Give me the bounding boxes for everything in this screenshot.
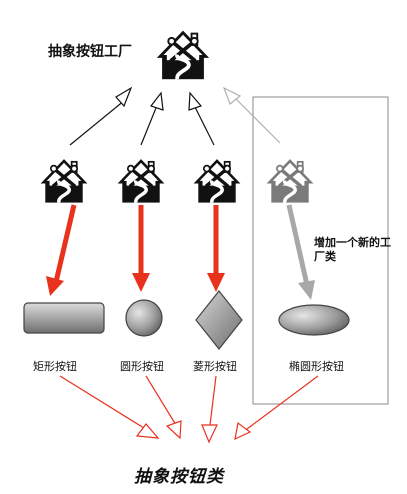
rectangle-button-shape — [23, 302, 105, 334]
factory-icon-rect — [41, 159, 87, 205]
diamond-button-shape — [195, 290, 243, 350]
arrowhead — [115, 86, 133, 108]
arrowhead — [207, 273, 225, 292]
circle-button-label: 圆形按钮 — [120, 360, 164, 373]
inheritance-arrows-bottom — [59, 375, 319, 444]
ellipse-button-shape — [278, 304, 350, 336]
factory-icon-diamond — [194, 159, 240, 205]
arrowhead — [150, 91, 164, 111]
arrowhead — [201, 424, 218, 444]
top-factory-label: 抽象按钮工厂 — [48, 44, 132, 60]
new-factory-note: 增加一个新的工厂类 — [314, 236, 391, 263]
arrowhead — [135, 423, 160, 439]
top-factory-icon — [158, 30, 208, 82]
arrowhead — [234, 421, 252, 441]
circle-button-shape — [125, 299, 163, 337]
inheritance-arrows-top — [69, 86, 281, 146]
creates-arrows — [46, 204, 315, 300]
factory-icon-circle — [118, 159, 164, 205]
arrowhead — [132, 273, 150, 292]
arrowhead — [298, 280, 315, 300]
rectangle-button-label: 矩形按钮 — [33, 360, 77, 373]
new-factory-frame — [252, 96, 389, 405]
abstract-button-class-label: 抽象按钮类 — [134, 467, 224, 487]
factory-icon-ellipse — [267, 159, 313, 205]
arrowhead — [222, 86, 242, 105]
arrowhead — [46, 276, 64, 296]
ellipse-button-label: 椭圆形按钮 — [289, 360, 344, 373]
arrowhead — [165, 420, 182, 440]
diamond-button-label: 菱形按钮 — [193, 360, 237, 373]
arrowhead — [188, 91, 203, 111]
